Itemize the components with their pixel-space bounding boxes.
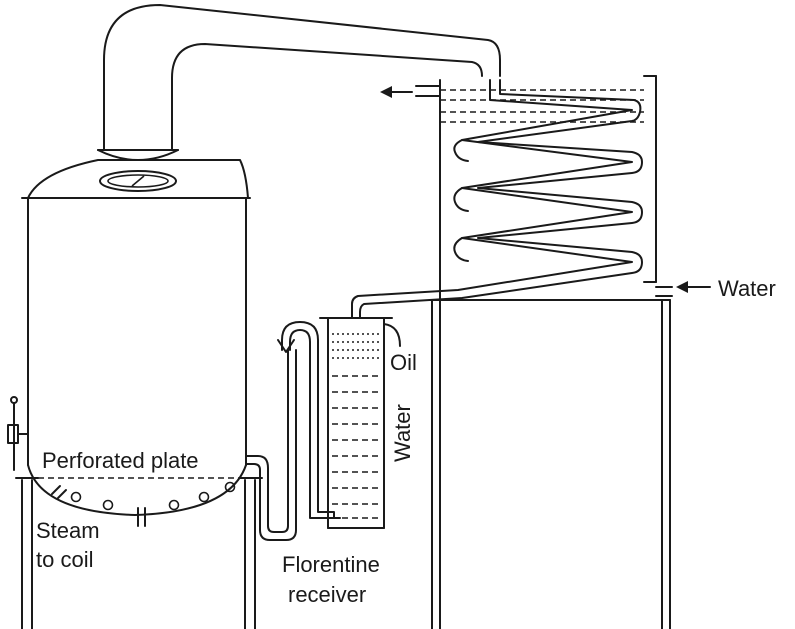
condenser-stand [431,299,671,629]
outflow-arrow-icon [380,86,413,98]
steam-coil [51,481,236,527]
steam-label-line2: to coil [36,547,93,572]
condenser-coil [351,79,643,319]
still-vessel [15,149,263,629]
receiver-water-label: Water [390,404,415,462]
oil-label: Oil [390,350,417,375]
steam-label-line1: Steam [36,518,100,543]
side-valve-icon [7,396,29,471]
return-pipe [245,349,297,541]
water-inflow-arrow-icon [676,281,711,293]
perforated-plate-label: Perforated plate [42,448,199,473]
florentine-label-line1: Florentine [282,552,380,577]
florentine-label-line2: receiver [288,582,366,607]
condenser-tank [415,75,673,301]
manhole-icon [99,170,177,192]
vapour-pipe [103,4,501,151]
florentine-receiver [277,317,401,529]
water-inlet-label: Water [718,276,776,301]
